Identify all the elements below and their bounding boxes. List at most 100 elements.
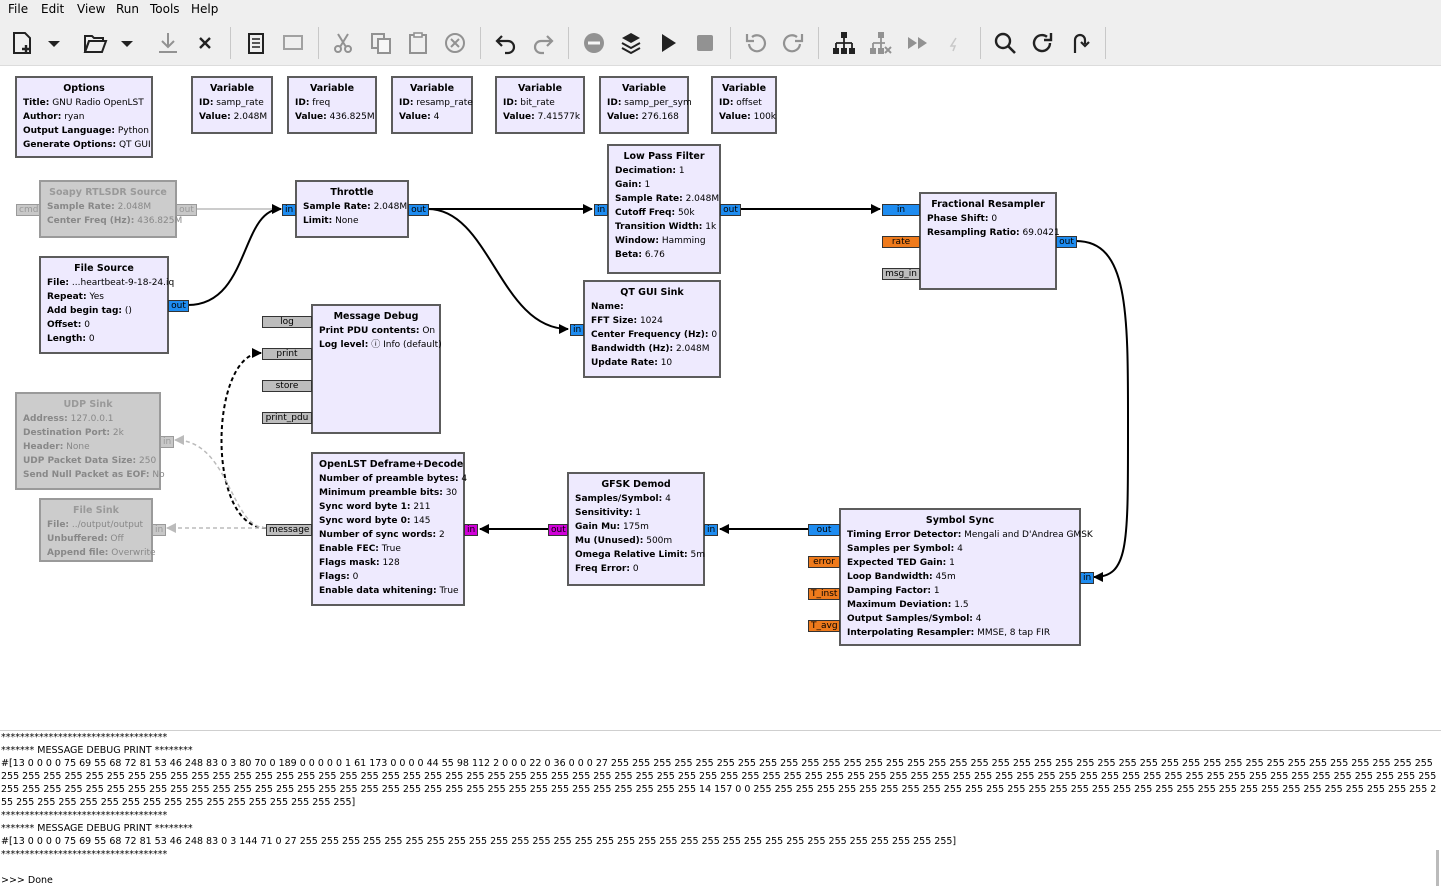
console-output[interactable]: ****************************************… xyxy=(0,730,1441,889)
search-icon[interactable] xyxy=(990,28,1020,58)
disable-icon[interactable] xyxy=(579,28,609,58)
port-resampler-msg-in[interactable]: msg_in xyxy=(882,268,920,280)
redo-arrow-icon[interactable] xyxy=(1065,28,1095,58)
report-icon[interactable] xyxy=(241,28,271,58)
port-msgdebug-print-pdu[interactable]: print_pdu xyxy=(262,412,312,424)
stop-icon[interactable] xyxy=(690,28,720,58)
port-throttle-in[interactable]: in xyxy=(282,204,296,216)
port-lpf-out[interactable]: out xyxy=(720,204,741,216)
create-hier-icon[interactable] xyxy=(829,28,859,58)
undo-icon[interactable] xyxy=(491,28,521,58)
param-value: 2.048M xyxy=(685,194,720,204)
open-dropdown-icon[interactable] xyxy=(117,28,137,58)
block-param: ID: bit_rate xyxy=(503,96,577,110)
menu-run[interactable]: Run xyxy=(116,2,140,16)
lightning-icon[interactable] xyxy=(940,28,970,58)
save-icon[interactable] xyxy=(153,28,183,58)
port-gfsk-out[interactable]: out xyxy=(548,524,568,536)
param-value: 0 xyxy=(88,334,95,344)
screenshot-icon[interactable] xyxy=(278,28,308,58)
port-lpf-in[interactable]: in xyxy=(594,204,608,216)
menu-view[interactable]: View xyxy=(77,2,106,16)
port-msgdebug-log[interactable]: log xyxy=(262,316,312,328)
param-value: 145 xyxy=(413,516,431,526)
block-param: Update Rate: 10 xyxy=(591,356,713,370)
delete-icon[interactable] xyxy=(440,28,470,58)
port-symsync-t-avg[interactable]: T_avg xyxy=(808,620,840,632)
port-resampler-out[interactable]: out xyxy=(1056,236,1077,248)
rotate-ccw-icon[interactable] xyxy=(741,28,771,58)
param-key: Value: xyxy=(503,112,535,122)
new-dropdown-icon[interactable] xyxy=(44,28,64,58)
menu-help[interactable]: Help xyxy=(191,2,219,16)
block-param: Offset: 0 xyxy=(47,318,161,332)
bypass-icon[interactable] xyxy=(616,28,646,58)
block-title: Low Pass Filter xyxy=(623,151,705,162)
port-symsync-out[interactable]: out xyxy=(808,524,840,536)
port-resampler-rate[interactable]: rate xyxy=(882,236,920,248)
port-msgdebug-store[interactable]: store xyxy=(262,380,312,392)
param-key: Limit: xyxy=(303,216,333,226)
port-symsync-t-inst[interactable]: T_inst xyxy=(808,588,840,600)
port-filesource-out[interactable]: out xyxy=(168,300,189,312)
port-resampler-in[interactable]: in xyxy=(882,204,920,216)
new-icon[interactable] xyxy=(7,28,37,58)
port-symsync-error[interactable]: error xyxy=(808,556,840,568)
block-param: Length: 0 xyxy=(47,332,161,346)
block-param: Value: 4 xyxy=(399,110,465,124)
port-openlst-in[interactable]: in xyxy=(464,524,478,536)
menu-edit[interactable]: Edit xyxy=(41,2,65,16)
port-symsync-in[interactable]: in xyxy=(1080,572,1094,584)
param-value: 1 xyxy=(933,586,940,596)
port-filesink-in[interactable]: in xyxy=(152,524,166,536)
reload-icon[interactable] xyxy=(1027,28,1057,58)
param-key: Repeat: xyxy=(47,292,87,302)
open-icon[interactable] xyxy=(80,28,110,58)
port-gfsk-in[interactable]: in xyxy=(704,524,718,536)
paste-icon[interactable] xyxy=(403,28,433,58)
param-key: Value: xyxy=(399,112,431,122)
port-soapy-out[interactable]: out xyxy=(176,204,197,216)
block-title: UDP Sink xyxy=(63,399,113,410)
redo-icon[interactable] xyxy=(528,28,558,58)
rotate-cw-icon[interactable] xyxy=(778,28,808,58)
copy-icon[interactable] xyxy=(366,28,396,58)
close-icon[interactable] xyxy=(190,28,220,58)
block-title: Variable xyxy=(209,83,255,94)
param-key: Interpolating Resampler: xyxy=(847,628,975,638)
port-soapy-cmd[interactable]: cmd xyxy=(16,204,40,216)
menu-tools[interactable]: Tools xyxy=(150,2,180,16)
port-msgdebug-print[interactable]: print xyxy=(262,348,312,360)
port-qtsink-in[interactable]: in xyxy=(570,324,584,336)
block-param: Sensitivity: 1 xyxy=(575,506,697,520)
console-scrollbar[interactable] xyxy=(1436,850,1439,886)
port-throttle-out[interactable]: out xyxy=(408,204,429,216)
console-line: #[13 0 0 0 0 75 69 55 68 72 81 53 46 248… xyxy=(1,758,1440,808)
run-icon[interactable] xyxy=(653,28,683,58)
open-hier-icon[interactable] xyxy=(866,28,896,58)
port-openlst-message[interactable]: message xyxy=(266,524,312,536)
skip-forward-icon[interactable] xyxy=(903,28,933,58)
port-udpsink-in[interactable]: in xyxy=(160,436,174,448)
cut-icon[interactable] xyxy=(328,28,358,58)
menu-file[interactable]: File xyxy=(8,2,29,16)
